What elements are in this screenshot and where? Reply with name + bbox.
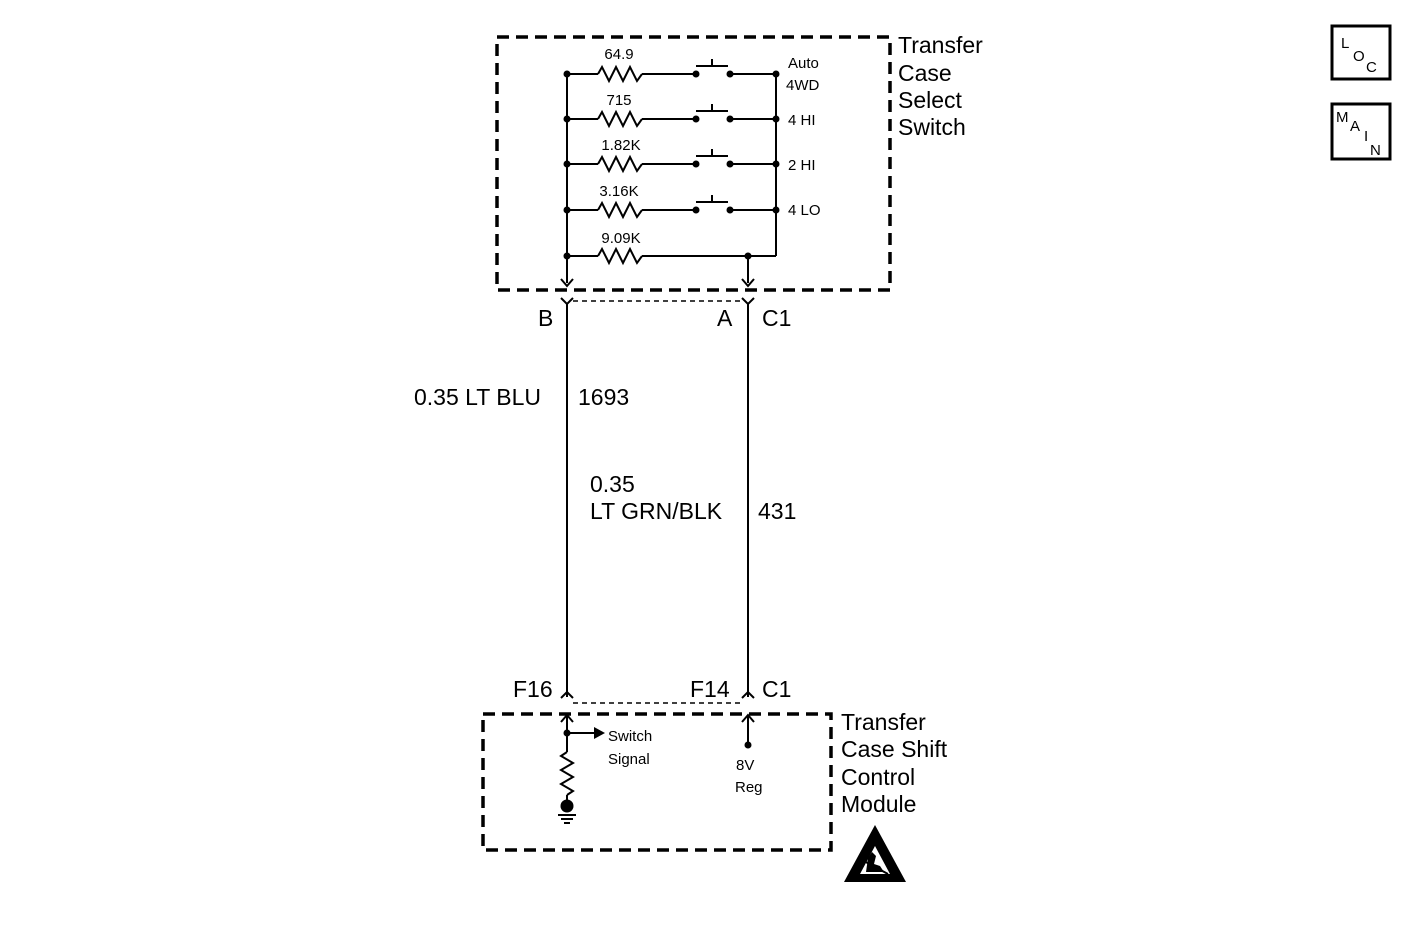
female-terminal-f14: [741, 690, 755, 699]
reg-label: Reg: [735, 779, 763, 796]
resistor-label-3: 1.82K: [601, 137, 640, 154]
pin-label-b: B: [538, 305, 553, 331]
resistor-label-4: 3.16K: [599, 183, 638, 200]
switch-outline: [495, 35, 892, 292]
connector-label-c1-bottom: C1: [762, 676, 791, 702]
switch-title-line-3: Select: [898, 87, 963, 113]
resistor-label-2: 715: [606, 92, 631, 109]
switch-row-9-09k: [563, 246, 776, 283]
resistor-symbol: [597, 154, 643, 174]
male-terminal-a: [741, 278, 755, 288]
male-terminal-b: [560, 278, 574, 288]
resistor-label-5: 9.09K: [601, 230, 640, 247]
loc-letter-c: C: [1366, 59, 1377, 76]
main-letter-n: N: [1370, 142, 1381, 159]
resistor-symbol: [597, 64, 643, 84]
signal-arrow-icon: [594, 727, 605, 739]
resistor-symbol: [597, 109, 643, 129]
switch-row-auto-4wd: [563, 59, 780, 84]
position-label-4wd: 4WD: [786, 77, 820, 94]
wire-431-circuit: 431: [758, 498, 796, 524]
main-button[interactable]: M A I N: [1330, 102, 1392, 161]
transfer-case-shift-control-module: Switch Signal 8V Reg Transfer Case Shift…: [481, 709, 948, 882]
position-label-2hi: 2 HI: [788, 157, 816, 174]
switch-row-2hi: [563, 149, 780, 174]
switch-row-4hi: [563, 104, 780, 129]
female-terminal-b: [560, 297, 574, 306]
pulldown-resistor-symbol: [559, 751, 575, 796]
ground-icon: [558, 799, 576, 824]
reg-voltage-label: 8V: [736, 757, 754, 774]
switch-title-line-2: Case: [898, 60, 952, 86]
switch-title-line-1: Transfer: [898, 32, 983, 58]
resistor-symbol: [597, 200, 643, 220]
wire-1693-circuit: 1693: [578, 384, 629, 410]
module-outline: [481, 712, 833, 852]
switch-signal-label-1: Switch: [608, 728, 652, 745]
switch-title-line-4: Switch: [898, 114, 966, 140]
switch-signal-label-2: Signal: [608, 751, 650, 768]
resistor-label-1: 64.9: [604, 46, 633, 63]
resistor-symbol: [597, 246, 643, 266]
module-title-line-1: Transfer: [841, 709, 926, 735]
bottom-connector-c1: F16 F14 C1: [513, 676, 791, 704]
pin-label-a: A: [717, 305, 733, 331]
loc-letter-o: O: [1353, 48, 1365, 65]
main-letter-i: I: [1364, 128, 1368, 145]
wire-431-gauge: 0.35: [590, 471, 635, 497]
loc-button[interactable]: L O C: [1330, 24, 1392, 81]
position-label-auto: Auto: [788, 55, 819, 72]
main-letter-a: A: [1350, 118, 1360, 135]
esd-warning-icon: [844, 825, 906, 882]
top-connector-c1: B A C1: [538, 278, 791, 331]
female-terminal-f16: [560, 690, 574, 699]
wire-431-color: LT GRN/BLK: [590, 498, 723, 524]
module-title-line-3: Control: [841, 764, 915, 790]
position-label-4hi: 4 HI: [788, 112, 816, 129]
loc-letter-l: L: [1341, 35, 1349, 52]
position-label-4lo: 4 LO: [788, 202, 821, 219]
module-title-line-2: Case Shift: [841, 736, 948, 762]
switch-row-4lo: [563, 195, 780, 220]
module-title-line-4: Module: [841, 791, 916, 817]
pin-label-f14: F14: [690, 676, 730, 702]
female-terminal-a: [741, 297, 755, 306]
main-letter-m: M: [1336, 109, 1349, 126]
connector-label-c1-top: C1: [762, 305, 791, 331]
wire-1693-gauge-color: 0.35 LT BLU: [414, 384, 541, 410]
transfer-case-select-switch: 64.9 715 1.82K 3.16K 9.09K Auto 4WD 4 HI…: [495, 32, 983, 292]
pin-label-f16: F16: [513, 676, 553, 702]
